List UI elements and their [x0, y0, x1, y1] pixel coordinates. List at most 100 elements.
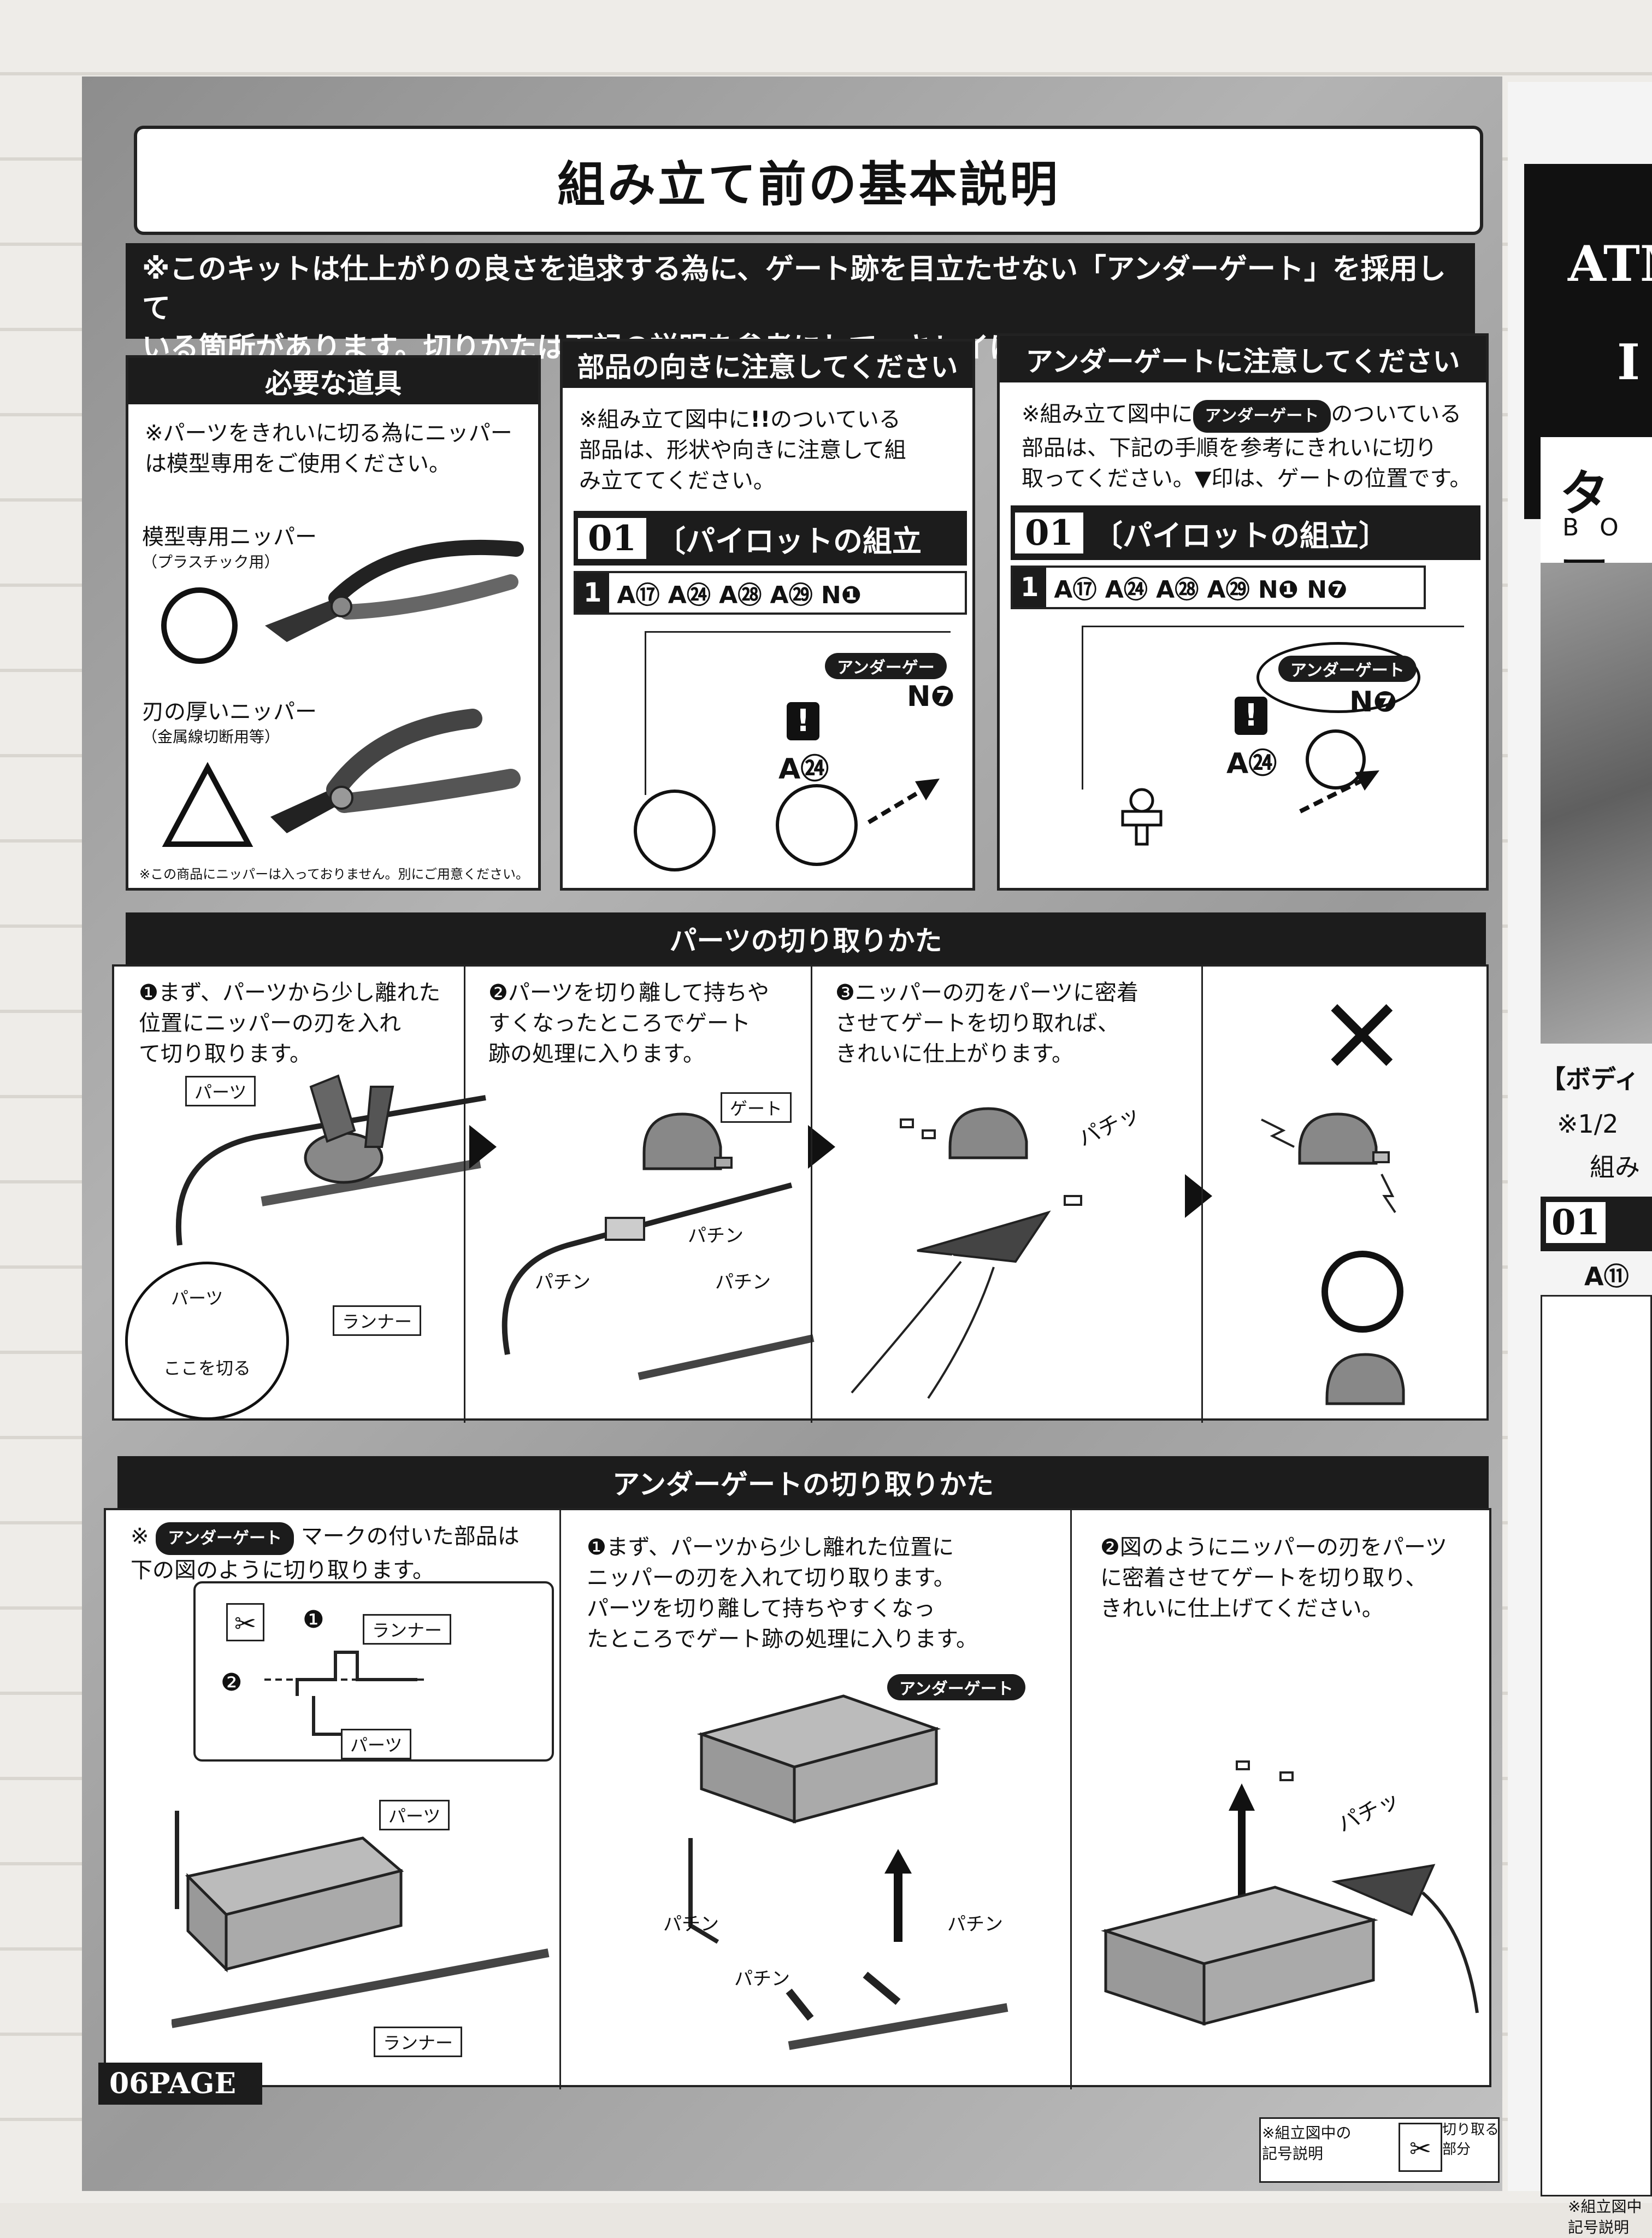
right-title-1: ATM	[1568, 235, 1652, 293]
undergate-step-title: 〔パイロットの組立〕	[1093, 518, 1389, 553]
right-note-1: ※1/2	[1557, 1109, 1619, 1139]
undergate-note-4: 取ってください。▼印は、ゲートの位置です。	[1022, 466, 1472, 491]
orientation-note: ※組み立て図中に!!のついている 部品は、形状や向きに注意して組 み立ててくださ…	[579, 404, 972, 496]
orientation-heading: 部品の向きに注意してください	[563, 341, 972, 388]
orientation-note-2: のついている	[770, 407, 901, 432]
right-footer-1: ※組立図中	[1568, 2198, 1642, 2216]
legend-line-2: 記号説明	[1262, 2145, 1324, 2163]
sfx-1: パチン	[688, 1225, 744, 1247]
wrong-mark: ×	[1316, 968, 1408, 1096]
cutting-panel: ❶まず、パーツから少し離れた 位置にニッパーの刃を入れ て切り取ります。 パーツ…	[112, 964, 1489, 1423]
undergate-runner-diagram	[688, 1838, 1008, 2050]
detached-part-diagram	[502, 1112, 815, 1380]
undergate-col2-line-3: パーツを切り離して持ちやすくなっ	[587, 1596, 935, 1621]
undergate-note-panel: アンダーゲートに注意してください ※組み立て図中にアンダーゲートのついている 部…	[997, 333, 1489, 891]
undergate-col2-line-4: たところでゲート跡の処理に入ります。	[587, 1627, 978, 1652]
pilot-part-icon	[1121, 788, 1163, 846]
orientation-arrow-icon	[867, 779, 940, 824]
right-footer: ※組立図中 記号説明	[1568, 2196, 1642, 2238]
undergate-col3-line-2: に密着させてゲートを切り取り、	[1100, 1565, 1427, 1591]
right-sub-parts: A⑪	[1584, 1262, 1629, 1291]
legend-line-3: 切り取る	[1442, 2122, 1500, 2138]
right-footer-2: 記号説明	[1568, 2218, 1630, 2236]
model-nipper-icon	[265, 539, 524, 642]
caution-icon: !!	[750, 407, 770, 432]
cutting-step-2: ❷パーツを切り離して持ちや すくなったところでゲート 跡の処理に入ります。	[488, 977, 816, 1069]
label-cut-here: ここを切る	[163, 1358, 251, 1379]
undergate-num-1: ❶	[303, 1606, 324, 1634]
orientation-part-a: A㉔	[778, 753, 829, 786]
legend-line-4: 部分	[1442, 2141, 1471, 2158]
orientation-step-bar: 01 〔パイロットの組立	[574, 511, 967, 566]
cutting-step-1: ❶まず、パーツから少し離れた 位置にニッパーの刃を入れ て切り取ります。	[139, 977, 467, 1069]
cutting-step-3: ❸ニッパーの刃をパーツに密着 させてゲートを切り取れば、 きれいに仕上がります。	[835, 977, 1174, 1069]
orientation-zoom-circle-1	[634, 790, 716, 871]
undergate-part-a: A㉔	[1226, 747, 1277, 780]
undergate-cut-col1-line2: 下の図のように切り取ります。	[131, 1558, 434, 1583]
undergate-col2-line-1: ❶まず、パーツから少し離れた位置に	[587, 1535, 954, 1560]
step-arrow-3	[1185, 1174, 1212, 1218]
undergate-cut-col1-text: ※ アンダーゲート マークの付いた部品は 下の図のように切り取ります。	[131, 1521, 655, 1586]
undergate-cut-col2-text: ❶まず、パーツから少し離れた位置に ニッパーの刃を入れて切り取ります。 パーツを…	[587, 1532, 1013, 1654]
right-step-num: 01	[1546, 1202, 1606, 1243]
cutting-step-2-line-1: ❷パーツを切り離して持ちや	[488, 980, 769, 1005]
nipper-cut-icon: ✂	[226, 1603, 264, 1641]
orientation-diagram-frame	[645, 631, 951, 795]
nipper2-sub: （金属線切断用等）	[142, 728, 280, 746]
step-arrow-1	[469, 1125, 497, 1169]
undergate-col3-line-3: きれいに仕上げてください。	[1100, 1596, 1384, 1621]
undergate-col2-tag: アンダーゲート	[887, 1674, 1025, 1700]
cutting-step-3-line-2: させてゲートを切り取れば、	[835, 1011, 1119, 1036]
undergate-part-n: N❼	[1349, 686, 1397, 718]
orientation-parts: A⑰ A㉔ A㉘ A㉙ N❶	[617, 581, 862, 609]
orientation-note-1: ※組み立て図中に	[579, 407, 751, 432]
step-divider-3	[1201, 967, 1203, 1423]
undergate-sfx-1: パチン	[663, 1913, 719, 1935]
undergate-cut-col3-text: ❷図のようにニッパーの刃をパーツ に密着させてゲートを切り取り、 きれいに仕上げ…	[1100, 1532, 1483, 1624]
legend-box	[1259, 2117, 1500, 2183]
undergate-sub-num: 1	[1013, 568, 1047, 607]
step-divider-1	[464, 967, 465, 1423]
undergate-note-text: ※組み立て図中にアンダーゲートのついている 部品は、下記の手順を参考にきれいに切…	[1022, 399, 1480, 494]
nipper2-label: 刃の厚いニッパー	[142, 699, 317, 725]
undergate-up-arrow-1	[884, 1849, 912, 1942]
orientation-step-num: 01	[578, 517, 647, 559]
undergate-note-tag: アンダーゲート	[1193, 400, 1331, 433]
orientation-panel: 部品の向きに注意してください ※組み立て図中に!!のついている 部品は、形状や向…	[560, 339, 975, 891]
undergate-diagram-frame	[1082, 626, 1464, 790]
page-title: 組み立て前の基本説明	[134, 126, 1483, 235]
undergate-cut-heading: アンダーゲートの切り取りかた	[117, 1456, 1489, 1508]
right-page: ATM I ター B O 【ボディ ※1/2 組み 01 A⑪ ※組立図中 記号…	[1508, 82, 1652, 2236]
undergate-box-diagram-2	[697, 1694, 941, 1824]
label-parts-zoom: パーツ	[171, 1288, 223, 1309]
right-logo-sub: B O	[1562, 514, 1625, 541]
undergate-sfx-3: パチン	[734, 1968, 790, 1990]
cutting-step-2-line-3: 跡の処理に入ります。	[488, 1041, 705, 1067]
right-result-part-icon	[1325, 1353, 1405, 1405]
undergate-note-3: 部品は、下記の手順を参考にきれいに切り	[1022, 435, 1437, 461]
undergate-sfx-2: パチン	[947, 1913, 1003, 1935]
tools-heading: 必要な道具	[128, 358, 538, 404]
label-runner-col1: ランナー	[374, 2027, 463, 2057]
orientation-parts-bar: 1 A⑰ A㉔ A㉘ A㉙ N❶	[574, 571, 967, 615]
undergate-excl-icon: !	[1235, 697, 1267, 735]
flush-cut-diagram	[843, 1107, 1082, 1405]
legend-line-1: ※組立図中の	[1262, 2124, 1352, 2142]
orientation-step-title: 〔パイロットの組立	[656, 523, 922, 558]
circle-mark	[161, 587, 238, 664]
undergate-cut-col1-pre: ※	[131, 1524, 149, 1549]
zoom-circle-cut	[125, 1262, 289, 1420]
undergate-note-2: のついている	[1331, 402, 1462, 427]
legend-text: ※組立図中の 記号説明	[1262, 2123, 1351, 2164]
undergate-step-num: 01	[1015, 512, 1084, 553]
label-gate: ゲート	[721, 1092, 792, 1123]
nipper1-sub: （プラスチック用）	[142, 553, 280, 571]
undergate-note-1: ※組み立て図中に	[1022, 402, 1193, 427]
orientation-part-n: N❼	[907, 680, 955, 713]
notice-bar: ※このキットは仕上がりの良さを追求する為に、ゲート跡を目立たせない「アンダーゲー…	[126, 243, 1475, 364]
undergate-note-heading: アンダーゲートに注意してください	[1000, 336, 1486, 382]
orientation-note-3: 部品は、形状や向きに注意して組	[579, 438, 906, 463]
cutting-step-1-line-2: 位置にニッパーの刃を入れ	[139, 1011, 401, 1036]
undergate-col2-line-2: ニッパーの刃を入れて切り取ります。	[587, 1565, 955, 1591]
undergate-box-diagram-1	[172, 1811, 550, 2028]
